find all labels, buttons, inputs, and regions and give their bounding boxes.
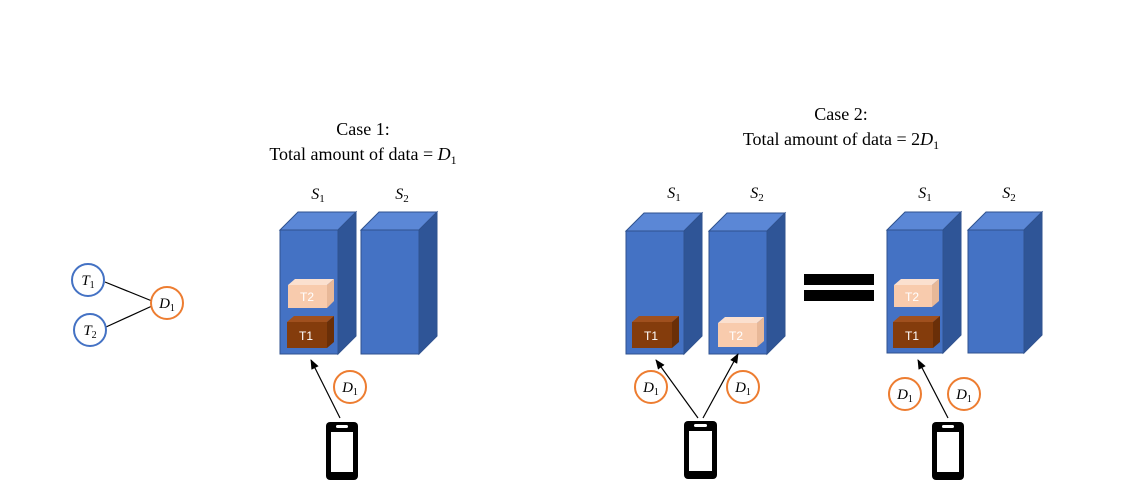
case2-left-data-a-label: D1	[642, 380, 659, 398]
case2-left-server2-label: S2	[750, 185, 764, 204]
case1-data-label: D1	[341, 380, 358, 398]
equals-icon	[804, 274, 874, 301]
case2-right-server1-label: S1	[918, 185, 932, 204]
case2-right-data-node-a: D1	[888, 377, 922, 411]
case2-left-server2-side	[766, 211, 786, 356]
case2-left-box-t2-side	[757, 317, 764, 347]
case1-server2-front	[360, 229, 420, 355]
case1-box-t1-top	[287, 316, 334, 322]
case2-left-box-t2-label: T2	[729, 329, 743, 343]
case2-left-data-b-label: D1	[734, 380, 751, 398]
task-dependency-graph: T1 T2 D1	[71, 263, 184, 347]
case2-right-server2-label: S2	[1002, 185, 1016, 204]
node-t2-label: T2	[83, 323, 96, 341]
case1-server2	[359, 210, 439, 356]
case1-data-node: D1	[333, 370, 367, 404]
case2-right-phone-speaker	[942, 425, 954, 428]
case1-panel: Case 1: Total amount of data = D1 S1 S2 …	[269, 119, 457, 480]
case2-right-box-t2: T2	[894, 279, 939, 307]
case2-right-data-b-circle	[947, 377, 981, 411]
case2-right-server2	[966, 210, 1044, 355]
node-d1-label: D1	[158, 296, 175, 314]
case1-box-t1-label: T1	[299, 329, 313, 343]
equals-bar-bottom	[804, 290, 874, 301]
case2-left-phone-screen	[689, 431, 712, 471]
case2-right-data-a-circle	[888, 377, 922, 411]
case1-phone-icon	[326, 422, 358, 480]
node-t1-label: T1	[81, 273, 94, 291]
case1-title-line1: Case 1:	[336, 119, 390, 139]
case2-right-upload-arrow	[917, 359, 949, 419]
equals-bar-top	[804, 274, 874, 285]
case2-right-box-t1-label: T1	[905, 329, 919, 343]
case2-right-box-t1-top	[893, 316, 940, 322]
case1-server1-side	[337, 210, 357, 356]
case2-left-phone-speaker	[694, 424, 707, 427]
case2-left-box-t1-label: T1	[644, 329, 658, 343]
node-t1: T1	[71, 263, 105, 297]
case2-left-arrow-to-s1	[655, 359, 699, 419]
case1-box-t2-label: T2	[300, 290, 314, 304]
case1-box-t2-front	[288, 285, 327, 308]
case2-left-box-t1-front	[632, 322, 672, 348]
case2-right-box-t2-front	[894, 285, 932, 307]
case2-right-box-t1-front	[893, 322, 933, 348]
case2-right-server1-side	[942, 210, 962, 355]
node-t2: T2	[73, 313, 107, 347]
case2-right-data-b-label: D1	[955, 387, 972, 405]
case2-title-line2: Total amount of data = 2D1	[743, 129, 939, 152]
case1-box-t1-front	[287, 322, 327, 348]
node-t2-circle	[73, 313, 107, 347]
case2-right-box-t1-side	[933, 316, 940, 348]
node-d1-circle	[150, 286, 184, 320]
case2-title-line1: Case 2:	[814, 104, 868, 124]
case2-left-arrow-to-s2	[702, 353, 739, 419]
case2-left-box-t2-top	[718, 317, 764, 323]
case1-data-circle	[333, 370, 367, 404]
case2-left-data-a-circle	[634, 370, 668, 404]
case2-left-box-t1: T1	[632, 316, 679, 348]
case1-box-t2: T2	[288, 279, 334, 308]
case2-left-data-b-circle	[726, 370, 760, 404]
case2-right-scenario: S1 S2 T2 T1	[885, 185, 1044, 480]
case1-box-t1: T1	[287, 316, 334, 348]
case2-right-box-t2-top	[894, 279, 939, 285]
case1-box-t1-side	[327, 316, 334, 348]
case2-right-data-node-b: D1	[947, 377, 981, 411]
case1-phone-speaker	[336, 425, 348, 428]
case2-right-data-a-label: D1	[896, 387, 913, 405]
case1-server1-label: S1	[311, 186, 325, 205]
case2-left-data-node-b: D1	[726, 370, 760, 404]
case2-left-server1-label: S1	[667, 185, 681, 204]
case2-left-phone-icon	[684, 421, 717, 479]
case1-title-line2: Total amount of data = D1	[269, 144, 456, 167]
case2-right-server2-front	[967, 229, 1025, 354]
case2-right-phone-icon	[932, 422, 964, 480]
case2-left-box-t2: T2	[718, 317, 764, 347]
case1-upload-arrow	[310, 359, 341, 419]
case1-server2-label: S2	[395, 186, 409, 205]
edge-t2-d1	[105, 305, 153, 328]
case2-left-box-t2-front	[718, 323, 757, 347]
case2-left-box-t1-side	[672, 316, 679, 348]
edge-t1-d1	[104, 281, 153, 302]
case2-right-box-t2-label: T2	[905, 290, 919, 304]
case1-box-t2-top	[288, 279, 334, 285]
node-t1-circle	[71, 263, 105, 297]
case2-right-server2-side	[1023, 210, 1043, 355]
case2-left-data-node-a: D1	[634, 370, 668, 404]
case2-right-box-t2-side	[932, 279, 939, 307]
case2-left-server1-side	[683, 211, 703, 356]
case1-phone-screen	[331, 432, 353, 472]
case2-right-phone-screen	[937, 432, 959, 472]
case2-left-box-t1-top	[632, 316, 679, 322]
case1-box-t2-side	[327, 279, 334, 308]
node-d1: D1	[150, 286, 184, 320]
case1-server2-side	[418, 210, 438, 356]
case2-panel: Case 2: Total amount of data = 2D1 S1 S2…	[624, 104, 1044, 480]
case2-right-box-t1: T1	[893, 316, 940, 348]
case2-left-scenario: S1 S2 T1 T2	[624, 185, 787, 479]
